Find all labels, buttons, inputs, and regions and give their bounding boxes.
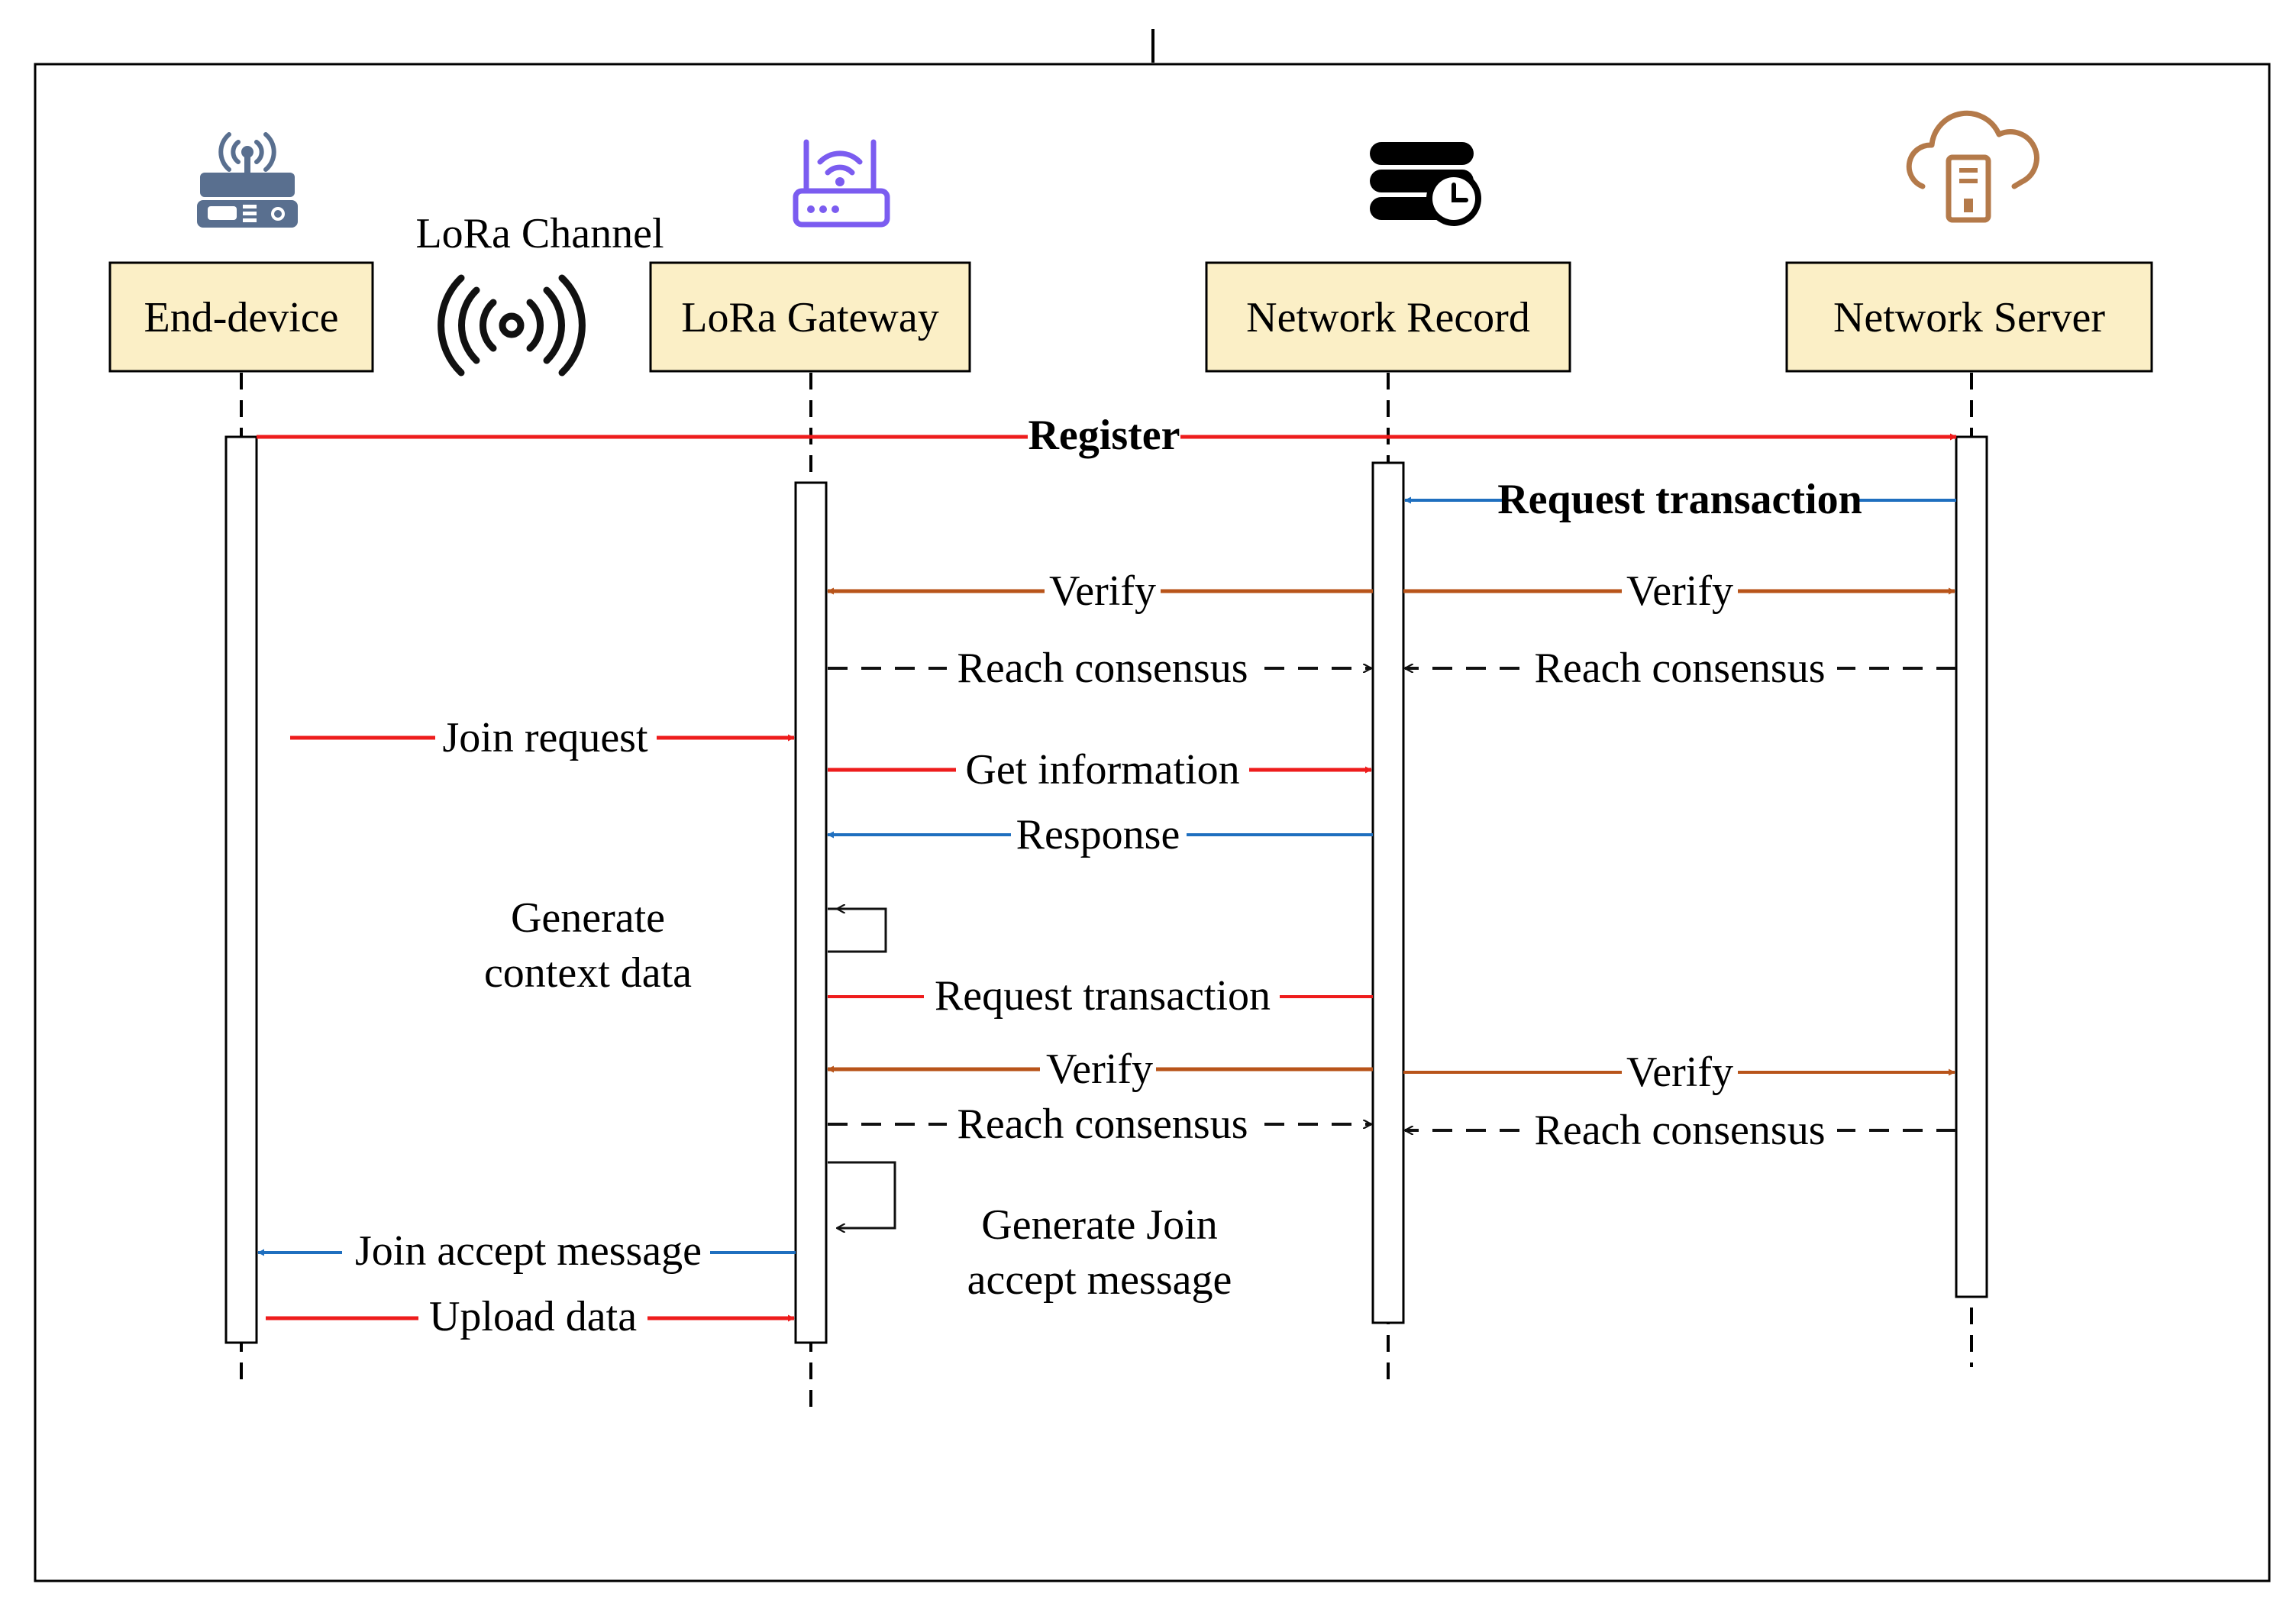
message-request-transaction-1-label: Request transaction [1497,476,1862,523]
message-response-label: Response [1016,811,1180,858]
message-verify-1b-label: Verify [1626,567,1733,615]
diagram-frame [34,63,2271,1582]
message-join-request-label: Join request [442,714,648,761]
radio-signal-icon [438,274,586,377]
activation-end-device [224,435,258,1344]
message-verify-1a-label: Verify [1049,567,1156,615]
self-call-join-accept-arrow [828,1161,896,1228]
self-call-context-loop [828,907,887,953]
message-consensus-2a-label: Reach consensus [957,1101,1248,1148]
message-register-label: Register [1028,412,1180,459]
wifi-router-icon [793,139,890,228]
cloud-server-icon [1906,110,2039,223]
participant-label-network-record: Network Record [1246,294,1530,341]
participant-label-end-device: End-device [144,294,339,341]
message-request-transaction-2-label: Request transaction [935,972,1271,1020]
activation-network-server [1955,435,1988,1298]
participant-box-network-server [1785,261,2153,373]
participant-box-network-record [1205,261,1571,373]
note-generate-join-line-1: Generate Join [981,1201,1217,1249]
participant-label-lora-gateway: LoRa Gateway [681,294,938,341]
message-verify-2b-label: Verify [1626,1049,1733,1096]
message-consensus-1b-label: Reach consensus [1534,645,1825,692]
message-consensus-1a-label: Reach consensus [957,645,1248,692]
message-consensus-2b-label: Reach consensus [1534,1107,1825,1154]
note-generate-context-line-2: context data [484,949,692,997]
participant-box-end-device [108,261,374,373]
note-generate-join-line-2: accept message [967,1256,1232,1304]
router-icon [197,132,298,228]
activation-lora-gateway [794,481,828,1344]
lora-channel-label: LoRa Channel [415,210,664,257]
message-join-accept-label: Join accept message [355,1227,702,1275]
message-verify-2a-label: Verify [1046,1046,1153,1093]
message-upload-label: Upload data [429,1293,637,1340]
participant-box-lora-gateway [649,261,971,373]
database-clock-icon [1370,142,1481,226]
activation-network-record [1371,461,1405,1324]
message-get-information-label: Get information [965,746,1239,794]
note-generate-context-line-1: Generate [511,894,665,942]
participant-label-network-server: Network Server [1833,294,2105,341]
